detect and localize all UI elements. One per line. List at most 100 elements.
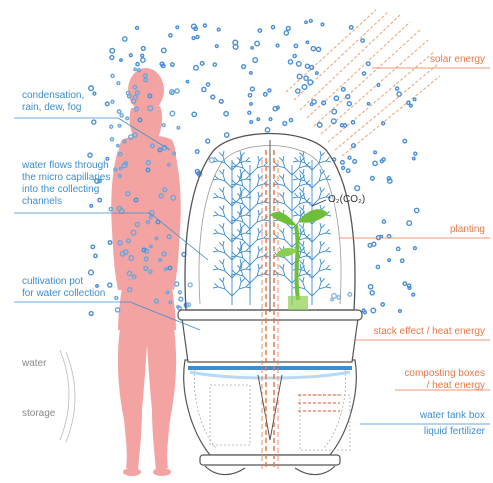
solar-rays — [286, 10, 440, 156]
droplet — [224, 112, 228, 116]
droplet — [178, 291, 181, 294]
droplet — [136, 63, 139, 66]
droplet — [89, 312, 93, 316]
droplet — [110, 125, 113, 128]
droplet — [382, 158, 385, 161]
droplet — [413, 157, 415, 159]
droplet — [178, 306, 181, 309]
droplet — [264, 93, 268, 97]
droplet — [248, 111, 251, 114]
droplet — [297, 62, 302, 67]
label-o2-co2: O₂(CO₂) — [328, 194, 365, 205]
droplet — [258, 29, 261, 32]
label-water-flows-3: into the collecting — [22, 184, 99, 195]
droplet — [412, 293, 415, 296]
droplet — [361, 39, 364, 42]
droplet — [347, 102, 351, 106]
droplet — [105, 102, 109, 106]
label-water-flows-1: water flows through — [22, 160, 109, 171]
droplet — [388, 259, 391, 262]
droplet — [413, 247, 416, 250]
droplet — [202, 87, 206, 91]
droplet — [388, 179, 392, 183]
droplet — [415, 208, 419, 212]
droplet — [136, 26, 139, 29]
droplet — [399, 310, 402, 313]
droplet — [304, 76, 308, 80]
droplet — [134, 68, 136, 70]
droplet — [297, 74, 302, 79]
droplet — [382, 122, 385, 125]
droplet — [90, 205, 93, 208]
droplet — [371, 176, 375, 180]
droplet — [89, 86, 94, 91]
droplet — [93, 92, 96, 95]
droplet — [250, 103, 253, 106]
droplet — [206, 139, 210, 143]
droplet — [367, 103, 369, 105]
droplet — [284, 31, 288, 35]
droplet — [355, 186, 360, 191]
droplet — [169, 34, 172, 37]
droplet — [334, 96, 338, 100]
droplet — [203, 24, 206, 27]
droplet — [317, 123, 322, 128]
droplet — [310, 66, 314, 70]
droplet — [192, 112, 196, 116]
droplet — [108, 241, 112, 245]
label-water-flows-2: the micro capillaries — [22, 172, 110, 183]
droplet — [305, 64, 309, 68]
droplet — [211, 95, 215, 99]
label-water-flows-4: channels — [22, 196, 62, 207]
droplet — [120, 114, 123, 117]
droplet — [117, 82, 120, 85]
droplet — [316, 47, 320, 51]
droplet — [108, 283, 112, 287]
droplet — [342, 166, 345, 169]
droplet — [309, 19, 312, 22]
droplet — [126, 117, 129, 120]
droplet — [213, 63, 216, 66]
droplet — [271, 26, 274, 29]
droplet — [341, 161, 345, 165]
droplet — [141, 54, 144, 57]
label-composting-1: composting boxes — [404, 368, 485, 379]
droplet — [403, 282, 406, 285]
label-liquid-fertilizer: liquid fertilizer — [424, 426, 485, 437]
droplet — [407, 101, 410, 104]
label-composting-2: / heat energy — [427, 380, 485, 391]
label-water-tank: water tank box — [420, 410, 485, 421]
droplet — [349, 26, 353, 30]
droplet — [316, 72, 319, 75]
droplet — [175, 282, 179, 286]
droplet — [89, 270, 94, 275]
droplet — [250, 72, 253, 75]
droplet — [332, 109, 337, 114]
droplet — [296, 89, 300, 93]
droplet — [352, 144, 356, 148]
droplet — [171, 91, 174, 94]
droplet — [248, 94, 251, 97]
droplet — [341, 88, 345, 92]
droplet — [410, 104, 413, 107]
cultivation-pot — [178, 310, 362, 362]
droplet — [387, 235, 390, 238]
droplet — [276, 44, 279, 47]
label-condensation-1: condensation, — [22, 90, 84, 101]
droplet — [381, 303, 384, 306]
droplet — [269, 118, 272, 121]
droplet — [367, 62, 371, 66]
droplet — [368, 243, 372, 247]
droplet — [253, 58, 258, 63]
label-cultivation-2: for water collection — [22, 288, 105, 299]
droplet — [370, 291, 374, 295]
droplet — [353, 160, 357, 164]
droplet — [115, 296, 118, 299]
droplet — [348, 156, 351, 159]
droplet — [179, 297, 183, 301]
droplet — [294, 44, 297, 47]
droplet — [265, 128, 269, 132]
droplet — [414, 152, 417, 155]
droplet — [376, 265, 379, 268]
